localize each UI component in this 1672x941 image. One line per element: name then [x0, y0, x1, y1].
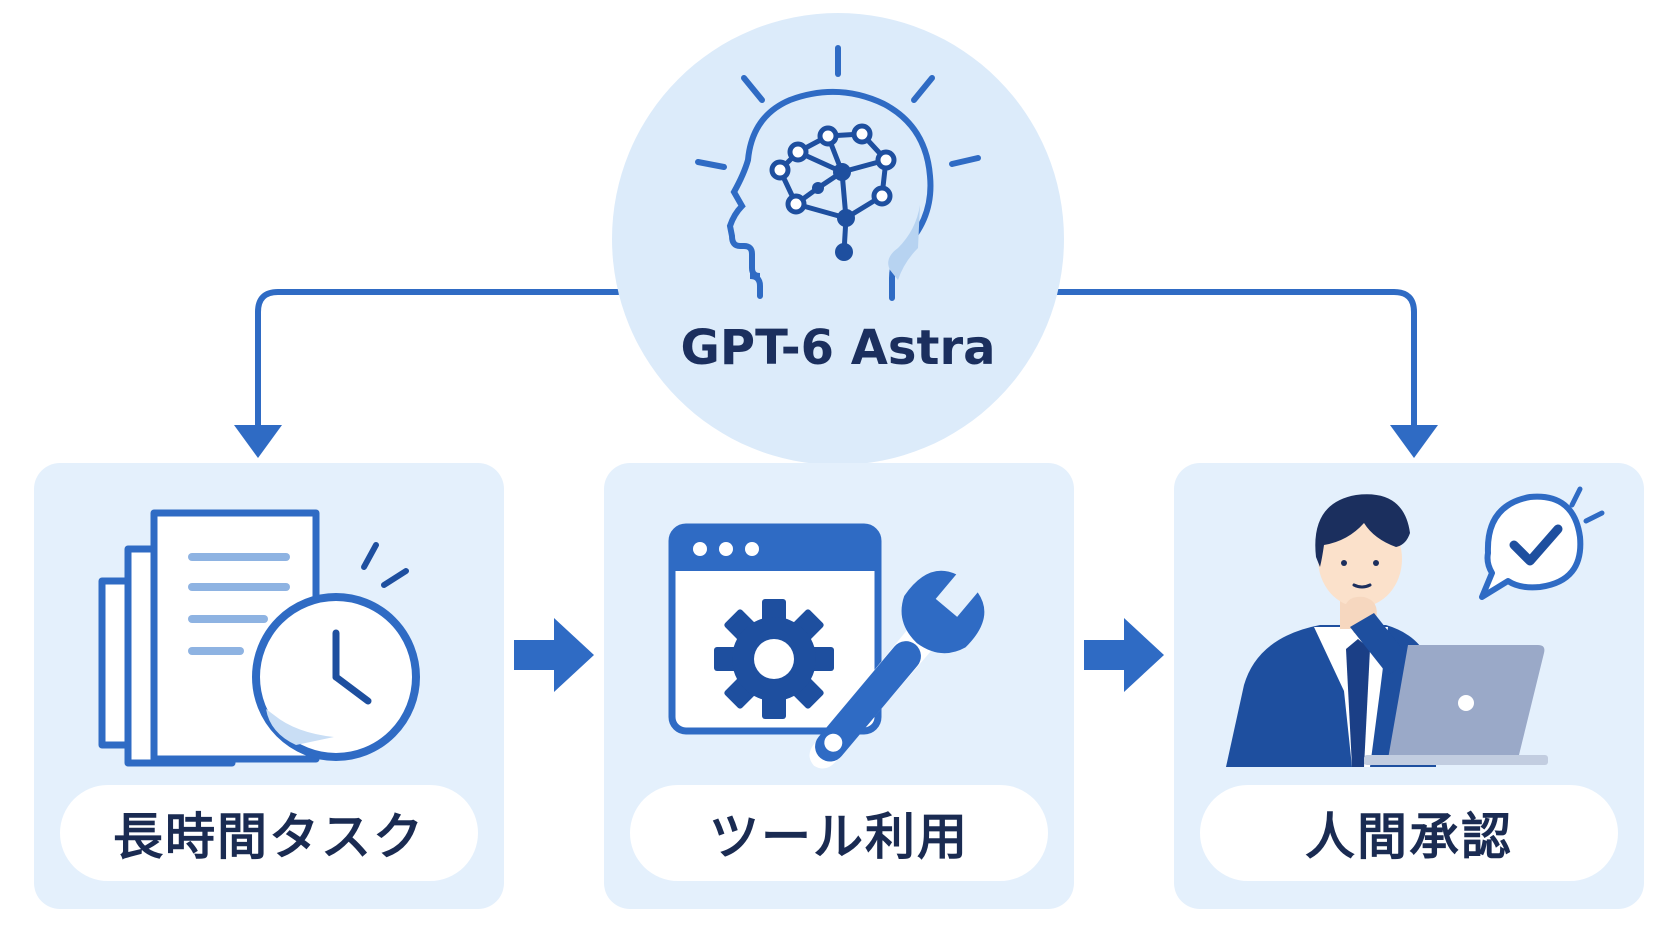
connector-left — [255, 289, 621, 428]
gear-wrench-window-icon — [668, 523, 985, 769]
step-card-long-task: 長時間タスク — [34, 463, 504, 909]
step-label-human-approval: 人間承認 — [1200, 785, 1618, 881]
flow-arrow-2 — [1084, 618, 1164, 692]
step-label-long-task: 長時間タスク — [60, 785, 478, 881]
hub-title: GPT-6 Astra — [680, 320, 996, 376]
arrowhead-left — [234, 425, 282, 458]
step-card-tool-use: ツール利用 — [604, 463, 1074, 909]
hub-circle — [612, 13, 1064, 465]
step-label-tool-use: ツール利用 — [630, 785, 1048, 881]
flow-arrow-1 — [514, 618, 594, 692]
arrowhead-right — [1390, 425, 1438, 458]
step-card-human-approval: 人間承認 — [1174, 463, 1644, 909]
person-laptop-approval-icon — [1226, 486, 1605, 767]
connector-right — [1053, 289, 1417, 428]
documents-clock-icon — [98, 509, 420, 767]
